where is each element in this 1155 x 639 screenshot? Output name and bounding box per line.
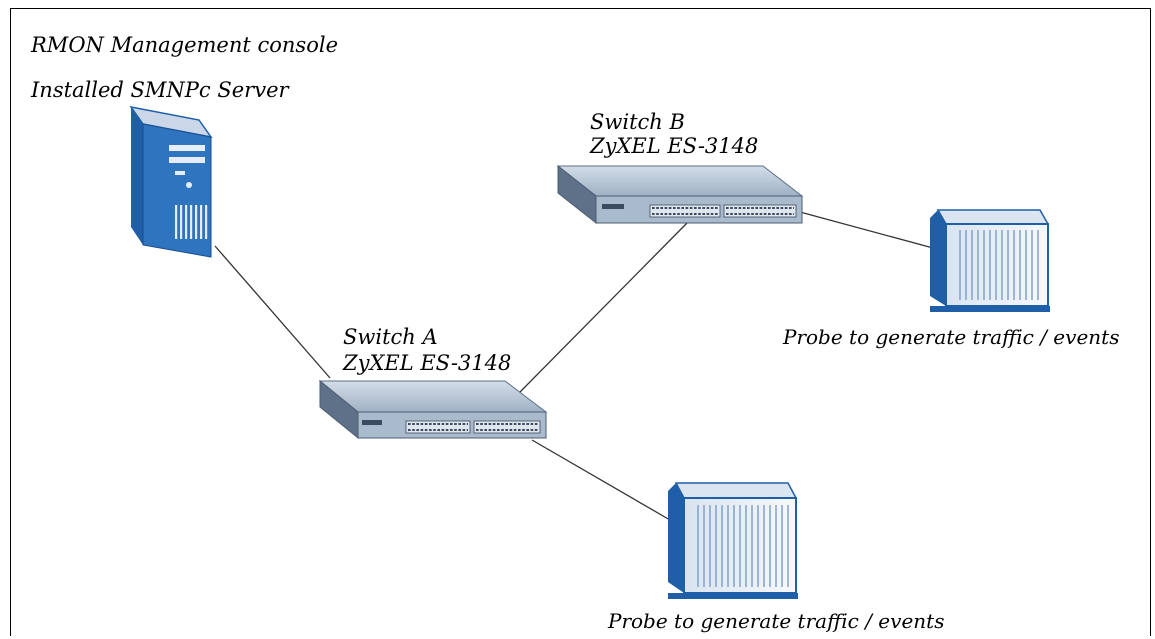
link-server-switch-a	[214, 245, 331, 379]
switch-b-model: ZyXEL ES-3148	[590, 134, 759, 158]
probe-right-icon	[930, 209, 1050, 312]
switch-a-model: ZyXEL ES-3148	[343, 351, 512, 375]
link-switch-b-probe-right	[799, 211, 934, 249]
diagram-frame	[10, 8, 1151, 636]
switch-b-name: Switch B	[590, 110, 685, 134]
link-switch-a-switch-b	[519, 221, 689, 393]
switch-a-name: Switch A	[343, 325, 438, 349]
connection-lines	[214, 211, 934, 521]
link-switch-a-probe-bottom	[531, 439, 671, 521]
switch-a-icon	[318, 379, 548, 440]
server-icon	[129, 105, 213, 258]
probe-bottom-icon	[668, 482, 798, 599]
server-label: Installed SMNPc Server	[31, 78, 289, 102]
probe-bottom-label: Probe to generate traffic / events	[608, 609, 945, 633]
probe-right-label: Probe to generate traffic / events	[783, 325, 1120, 349]
switch-b-icon	[556, 164, 804, 225]
console-label: RMON Management console	[31, 33, 338, 57]
